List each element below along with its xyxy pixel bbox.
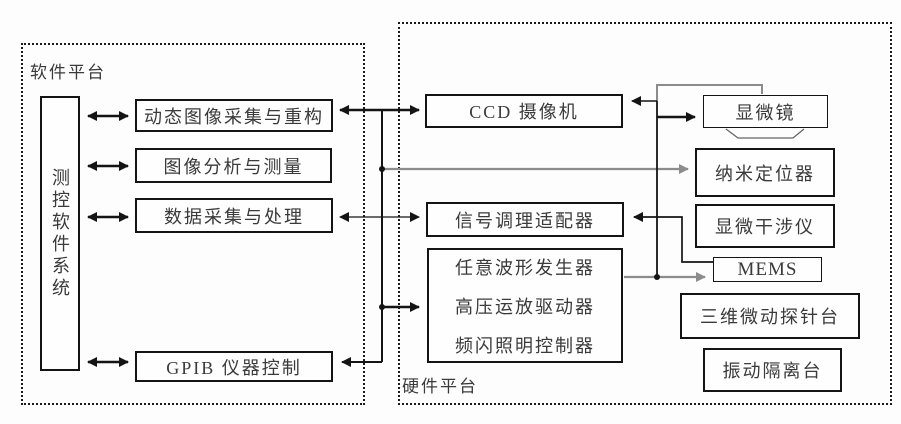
box-generator-driver-controller: 任意波形发生器 高压运放驱动器 频闪照明控制器 — [427, 248, 623, 363]
driver-line-hv-amplifier: 高压运放驱动器 — [455, 296, 595, 317]
box-micro-interferometer: 显微干涉仪 — [695, 204, 835, 248]
box-vibration-isolation-table: 振动隔离台 — [703, 348, 842, 392]
junction-dot-nano — [379, 166, 385, 172]
box-3d-probe-stage: 三维微动探针台 — [680, 293, 860, 339]
box-image-analysis-measurement: 图像分析与测量 — [135, 148, 332, 183]
driver-line-strobe-controller: 频闪照明控制器 — [455, 335, 595, 356]
software-platform-panel — [21, 43, 365, 405]
box-signal-conditioning-adapter: 信号调理适配器 — [426, 202, 624, 237]
driver-line-waveform-generator: 任意波形发生器 — [455, 257, 595, 278]
box-microscope: 显微镜 — [703, 95, 828, 128]
box-gpib-instrument-control: GPIB 仪器控制 — [135, 351, 333, 382]
junction-dot-driver — [379, 304, 385, 310]
box-control-software-system: 测控软件系统 — [40, 96, 80, 371]
box-ccd-camera: CCD 摄像机 — [425, 94, 623, 128]
box-mems: MEMS — [713, 257, 822, 282]
box-data-acquisition-processing: 数据采集与处理 — [135, 198, 333, 233]
hardware-platform-label: 硬件平台 — [402, 377, 478, 396]
box-nano-positioner: 纳米定位器 — [695, 148, 835, 197]
box-dynamic-image-acquisition: 动态图像采集与重构 — [135, 99, 333, 132]
software-platform-label: 软件平台 — [30, 63, 106, 82]
